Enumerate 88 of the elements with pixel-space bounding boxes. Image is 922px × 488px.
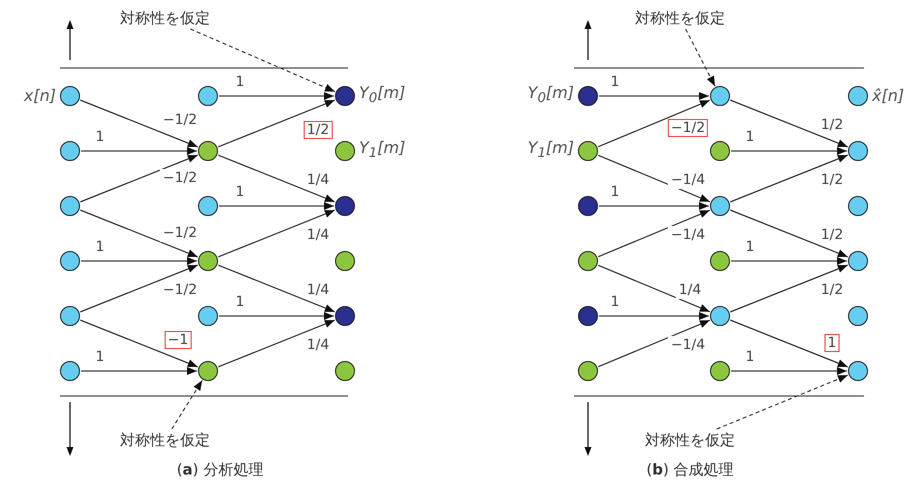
signal-node bbox=[60, 86, 80, 106]
signal-node bbox=[335, 196, 355, 216]
dashed-arrow bbox=[685, 28, 716, 87]
panel-caption: (b) 合成処理 bbox=[646, 460, 734, 480]
edge-label: 1 bbox=[824, 334, 840, 352]
signal-node bbox=[578, 251, 598, 271]
arrow bbox=[219, 92, 334, 100]
signal-node bbox=[848, 86, 868, 106]
arrow bbox=[80, 264, 198, 312]
arrow bbox=[598, 154, 710, 202]
signal-node bbox=[848, 251, 868, 271]
arrow bbox=[731, 367, 847, 375]
signal-label: Y$_{1}$[m] bbox=[528, 138, 574, 164]
signal-node bbox=[198, 251, 218, 271]
dashed-arrow bbox=[171, 380, 203, 430]
signal-node bbox=[335, 86, 355, 106]
signal-node bbox=[710, 251, 730, 271]
arrow bbox=[598, 100, 710, 148]
arrow bbox=[218, 264, 335, 312]
arrow bbox=[730, 210, 848, 258]
edge-label: −1 bbox=[164, 331, 192, 349]
note-text: 対称性を仮定 bbox=[635, 8, 725, 28]
signal-node bbox=[60, 306, 80, 326]
signal-node bbox=[198, 86, 218, 106]
signal-node bbox=[198, 196, 218, 216]
signal-node bbox=[848, 306, 868, 326]
signal-label: x̂[n] bbox=[872, 86, 904, 106]
signal-node bbox=[710, 196, 730, 216]
signal-node bbox=[848, 196, 868, 216]
arrow bbox=[218, 154, 335, 202]
arrow bbox=[218, 100, 335, 148]
dashed-arrow bbox=[716, 374, 848, 430]
signal-node bbox=[335, 361, 355, 381]
signal-node bbox=[335, 141, 355, 161]
signal-node bbox=[335, 306, 355, 326]
signal-label: Y$_{1}$[m] bbox=[359, 138, 406, 164]
signal-node bbox=[710, 86, 730, 106]
arrow bbox=[599, 202, 709, 210]
arrow bbox=[598, 264, 710, 312]
arrow bbox=[731, 257, 847, 265]
arrow bbox=[80, 100, 198, 148]
arrow bbox=[219, 202, 334, 210]
signal-node bbox=[848, 361, 868, 381]
arrow bbox=[80, 320, 198, 368]
arrow bbox=[599, 92, 709, 100]
note-text: 対称性を仮定 bbox=[645, 430, 735, 450]
signal-node bbox=[578, 86, 598, 106]
arrow bbox=[81, 367, 197, 375]
signal-label: Y$_{0}$[m] bbox=[359, 82, 406, 108]
arrow bbox=[730, 320, 848, 368]
signal-node bbox=[60, 361, 80, 381]
signal-node bbox=[578, 361, 598, 381]
signal-node bbox=[710, 306, 730, 326]
arrow bbox=[731, 147, 847, 155]
signal-node bbox=[710, 361, 730, 381]
arrow bbox=[219, 312, 334, 320]
signal-label: Y$_{0}$[m] bbox=[528, 82, 574, 108]
signal-node bbox=[198, 361, 218, 381]
arrow bbox=[80, 210, 198, 258]
arrow bbox=[599, 312, 709, 320]
signal-node bbox=[198, 306, 218, 326]
dashed-arrow bbox=[190, 28, 336, 92]
note-text: 対称性を仮定 bbox=[120, 8, 210, 28]
arrow bbox=[598, 320, 710, 368]
signal-node bbox=[60, 251, 80, 271]
arrow bbox=[598, 210, 710, 258]
signal-label: x[n] bbox=[24, 86, 56, 106]
arrow bbox=[218, 210, 335, 258]
panel-caption: (a) 分析処理 bbox=[176, 460, 264, 480]
signal-node bbox=[198, 141, 218, 161]
signal-node bbox=[60, 141, 80, 161]
arrow bbox=[730, 154, 848, 202]
signal-node bbox=[578, 141, 598, 161]
arrow bbox=[81, 147, 197, 155]
arrow bbox=[730, 264, 848, 312]
signal-node bbox=[578, 306, 598, 326]
signal-node bbox=[60, 196, 80, 216]
arrow bbox=[81, 257, 197, 265]
signal-node bbox=[578, 196, 598, 216]
edge-label: −1/2 bbox=[668, 119, 708, 137]
signal-node bbox=[710, 141, 730, 161]
arrow bbox=[80, 154, 198, 202]
edge-label: 1/2 bbox=[304, 121, 332, 139]
arrow bbox=[730, 100, 848, 148]
arrow bbox=[218, 320, 335, 368]
signal-node bbox=[335, 251, 355, 271]
note-text: 対称性を仮定 bbox=[120, 430, 210, 450]
signal-node bbox=[848, 141, 868, 161]
